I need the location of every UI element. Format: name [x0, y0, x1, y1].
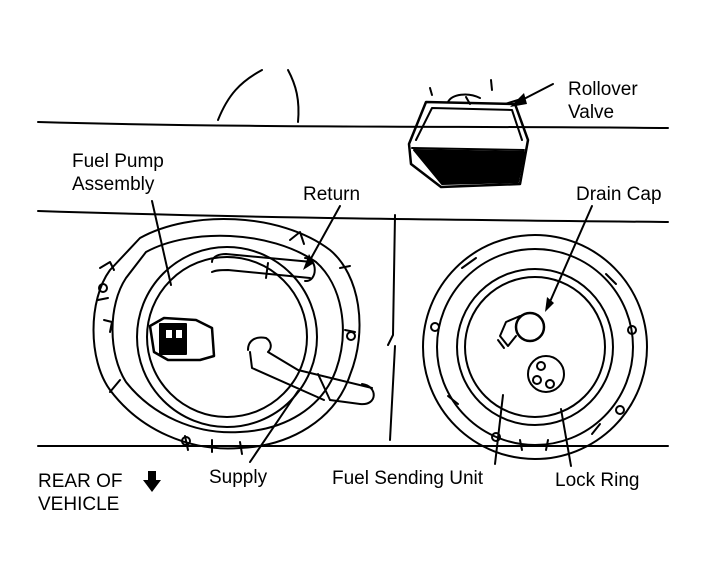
leader-lines [151, 83, 593, 467]
rollover-valve [407, 79, 530, 189]
fuel-sending-unit [422, 234, 648, 460]
rollover-valve-label-line1: Rollover [568, 79, 638, 100]
tank-outline [37, 69, 669, 448]
drain-cap-label: Drain Cap [576, 184, 662, 205]
rollover-valve-label-line2: Valve [568, 102, 615, 123]
fuel-pump-label-line1: Fuel Pump [72, 151, 164, 172]
fuel-sending-unit-label: Fuel Sending Unit [332, 468, 484, 489]
lock-ring-label: Lock Ring [555, 470, 640, 491]
rear-of-vehicle-label-line2: VEHICLE [38, 494, 120, 515]
down-arrow-icon [143, 471, 161, 492]
supply-label: Supply [209, 467, 268, 488]
fuel-pump-label-line2: Assembly [72, 174, 155, 195]
return-label: Return [303, 184, 361, 205]
fuel-pump-assembly [92, 218, 375, 455]
rear-of-vehicle-label-line1: REAR OF [38, 471, 123, 492]
